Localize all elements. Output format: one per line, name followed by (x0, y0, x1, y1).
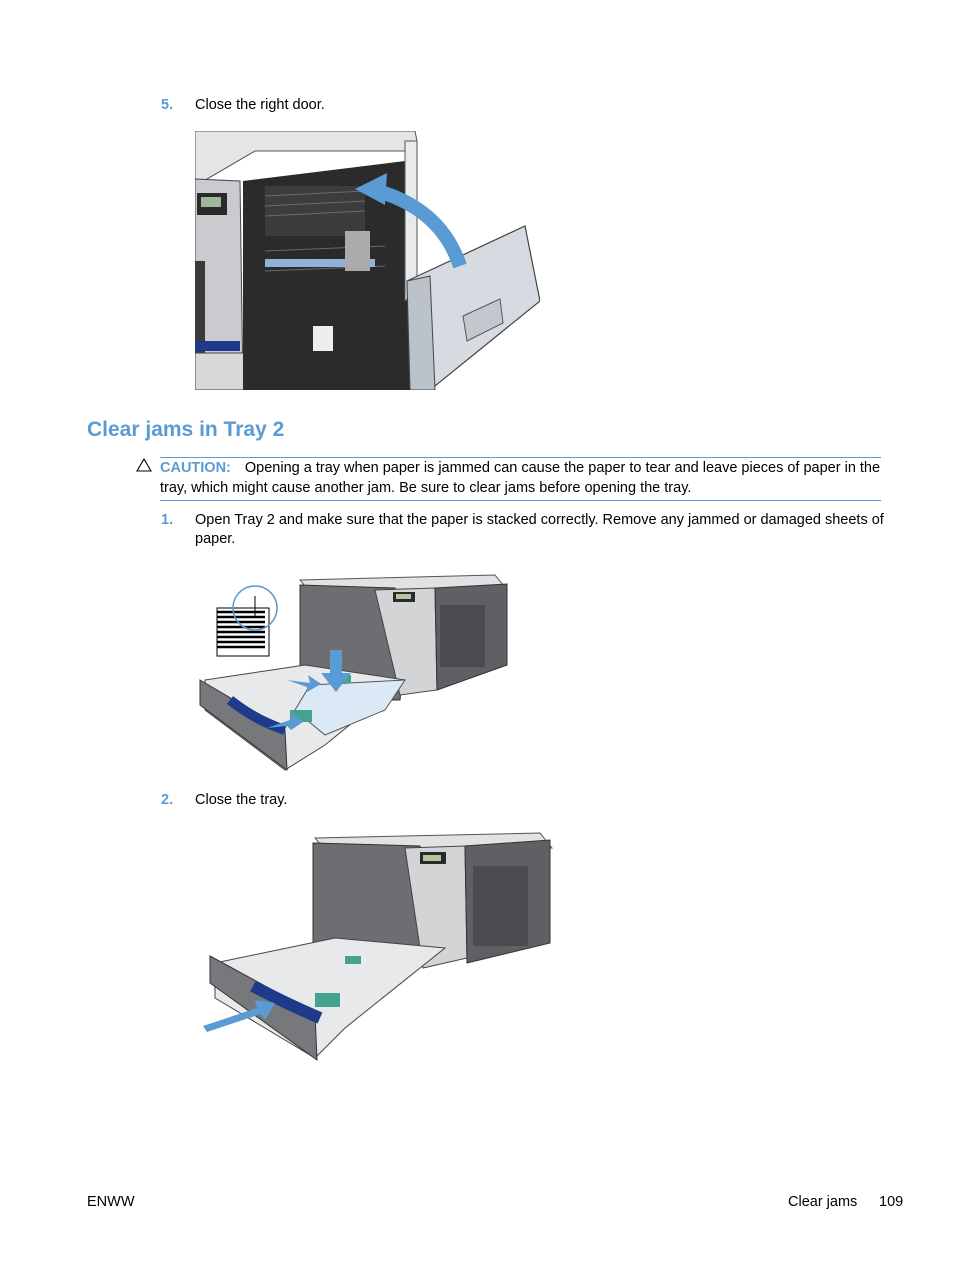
printer-tray-illustration (199, 574, 509, 772)
figure-close-tray (195, 828, 555, 1068)
figure-close-right-door (195, 131, 540, 390)
page-number: 109 (879, 1194, 904, 1210)
step-number: 2. (161, 792, 174, 808)
caution-triangle-icon (136, 458, 152, 472)
step-text: Close the tray. (195, 792, 288, 808)
step-text: Close the right door. (195, 97, 325, 113)
figure-open-tray-2 (195, 570, 515, 775)
step-text: Open Tray 2 and make sure that the paper… (195, 512, 884, 547)
section-heading: Clear jams in Tray 2 (87, 418, 285, 441)
caution-label: CAUTION: (160, 460, 231, 476)
footer-left: ENWW (87, 1194, 135, 1210)
printer-illustration (195, 131, 540, 390)
printer-tray-closing-illustration (203, 832, 554, 1062)
caution-text: Opening a tray when paper is jammed can … (160, 460, 881, 496)
step-number: 1. (161, 512, 174, 528)
footer-section: Clear jams (788, 1194, 858, 1210)
step-number: 5. (161, 97, 174, 113)
caution-note: CAUTION:Opening a tray when paper is jam… (160, 457, 881, 501)
